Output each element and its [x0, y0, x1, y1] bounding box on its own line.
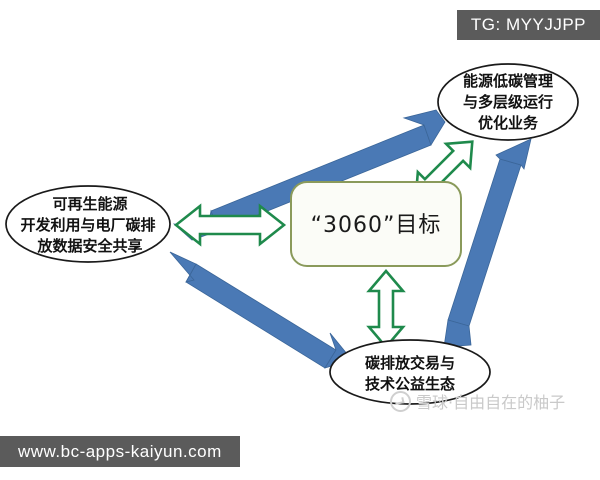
node-top-right-line-2: 与多层级运行 — [463, 93, 553, 111]
node-top-right-line-3: 优化业务 — [478, 114, 539, 132]
node-left-line-3: 放数据安全共享 — [36, 237, 142, 255]
site-url-badge: www.bc-apps-kaiyun.com — [0, 436, 240, 467]
node-bottom-line-1: 碳排放交易与 — [365, 354, 455, 372]
center-goal-box[interactable]: “3060”目标 — [290, 181, 462, 267]
node-top-right-line-1: 能源低碳管理 — [463, 72, 553, 90]
node-bottom-line-2: 技术公益生态 — [365, 375, 455, 393]
node-left-line-2: 开发利用与电厂碳排 — [20, 216, 155, 234]
connector-center-to-left — [173, 203, 287, 247]
node-left-line-1: 可再生能源 — [52, 195, 127, 213]
connector-left-to-bottom — [169, 251, 353, 369]
node-energy-low-carbon-management[interactable]: 能源低碳管理 与多层级运行 优化业务 — [437, 63, 579, 141]
tg-handle-badge: TG: MYYJJPP — [456, 10, 600, 40]
connector-center-to-bottom — [366, 268, 406, 350]
connector-top-right-to-bottom — [443, 138, 532, 348]
node-carbon-trading-ecosystem[interactable]: 碳排放交易与 技术公益生态 — [329, 339, 491, 405]
center-goal-label: “3060”目标 — [311, 213, 442, 238]
node-renewable-energy-data-sharing[interactable]: 可再生能源 开发利用与电厂碳排 放数据安全共享 — [5, 185, 171, 263]
